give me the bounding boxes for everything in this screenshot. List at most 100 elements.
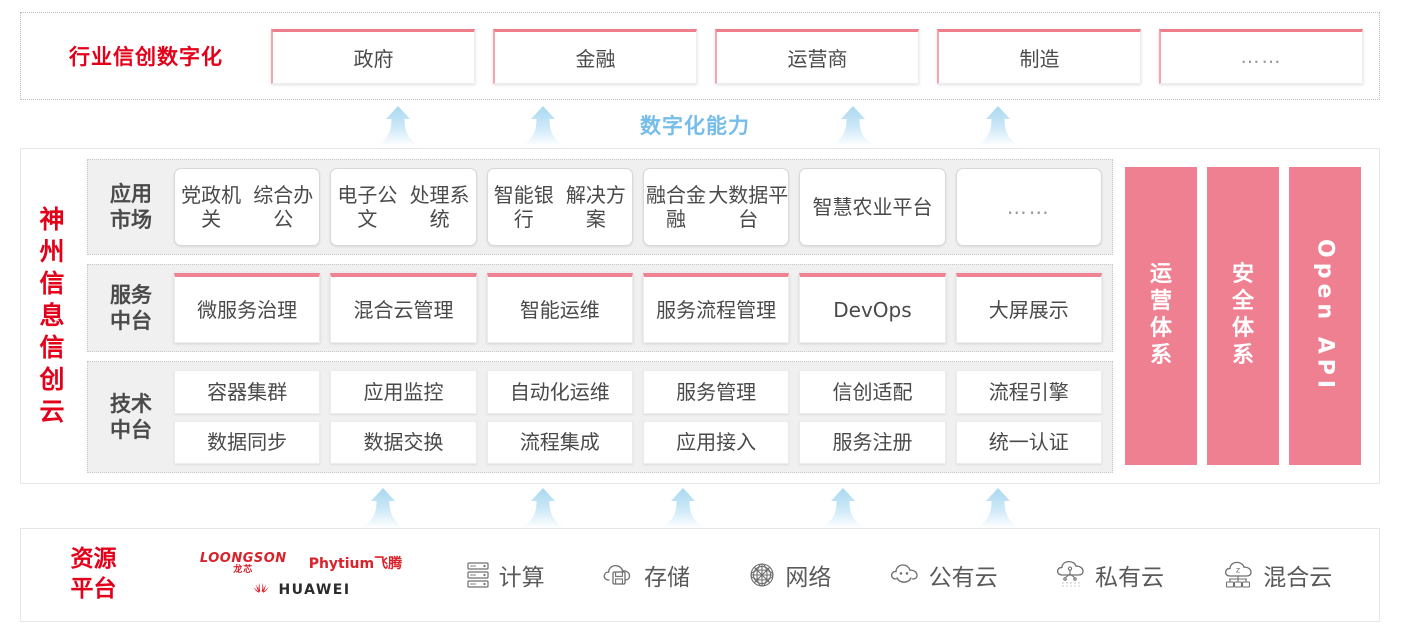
cell-xinchuang-adaptation[interactable]: 信创适配 (799, 370, 946, 414)
up-arrow-icon (375, 106, 421, 146)
pillar-char: 体 (1149, 316, 1172, 341)
industry-box-operator[interactable]: 运营商 (715, 28, 919, 84)
cell-service-registry[interactable]: 服务注册 (799, 420, 946, 464)
resource-item-label: 网络 (785, 565, 832, 591)
up-arrow-icon (520, 488, 566, 528)
cell-devops[interactable]: DevOps (799, 273, 946, 343)
up-arrow-icon (820, 488, 866, 528)
cloud-pillar-list: 运 营 体 系 安 全 体 系 Open API (1125, 159, 1367, 473)
cloud-layer-list: 应用 市场 党政机关综合办公 电子公文处理系统 智能银行解决方案 融合金融大数据… (87, 159, 1113, 473)
resource-item-label: 混合云 (1263, 565, 1333, 591)
layer-cells-tech-midend: 容器集群 应用监控 自动化运维 服务管理 信创适配 流程引擎 数据同步 数据交换… (174, 370, 1102, 464)
resource-arrow-strip (20, 486, 1380, 528)
cell-dangzheng-office[interactable]: 党政机关综合办公 (174, 168, 321, 246)
up-arrow-icon (975, 106, 1021, 146)
capability-label: 数字化能力 (640, 114, 750, 138)
cell-data-sync[interactable]: 数据同步 (174, 420, 321, 464)
svg-text:z: z (1236, 566, 1240, 575)
pillar-open-api[interactable]: Open API (1289, 167, 1361, 465)
loongson-logo-sub: 龙芯 (233, 564, 254, 575)
huawei-logo-text: HUAWEI (278, 582, 351, 599)
up-arrow-icon (360, 488, 406, 528)
up-arrow-icon (520, 106, 566, 146)
cell-smart-agriculture[interactable]: 智慧农业平台 (799, 168, 946, 246)
layer-label-tech-midend: 技术 中台 (110, 391, 152, 442)
resource-item-hybrid-cloud[interactable]: z 混合云 (1221, 558, 1332, 592)
cloud-title-char: 信 (39, 333, 65, 362)
resource-item-storage[interactable]: 存储 (602, 558, 690, 592)
resource-item-public-cloud[interactable]: 公有云 (889, 558, 998, 592)
tech-cell-row-2: 数据同步 数据交换 流程集成 应用接入 服务注册 统一认证 (174, 420, 1102, 464)
huawei-logo: HUAWEI (251, 582, 350, 598)
industry-box-manufacturing[interactable]: 制造 (937, 28, 1141, 84)
layer-app-market: 应用 市场 党政机关综合办公 电子公文处理系统 智能银行解决方案 融合金融大数据… (87, 159, 1113, 255)
pillar-char: 系 (1149, 342, 1172, 368)
industry-box-more[interactable]: …… (1159, 28, 1363, 84)
resource-item-list: 计算 存储 (436, 558, 1379, 592)
loongson-logo-text: LOONGSON (199, 550, 287, 566)
cell-microservice-governance[interactable]: 微服务治理 (174, 273, 321, 343)
private-cloud-icon (1056, 560, 1084, 587)
vendor-logo-list: LOONGSON 龙芯 Phytium飞腾 (166, 552, 436, 598)
cell-service-process-management[interactable]: 服务流程管理 (642, 273, 790, 343)
resource-item-compute[interactable]: 计算 (465, 558, 545, 592)
up-arrow-icon (660, 488, 706, 528)
cell-edoc-system[interactable]: 电子公文处理系统 (330, 168, 477, 246)
pillar-char: 体 (1231, 316, 1254, 341)
capability-arrow-strip: 数字化能力 (20, 104, 1380, 146)
cell-smart-bank[interactable]: 智能银行解决方案 (486, 168, 633, 246)
resource-item-private-cloud[interactable]: 私有云 (1055, 558, 1164, 592)
hybrid-cloud-icon: z (1225, 561, 1252, 588)
cell-intelligent-ops[interactable]: 智能运维 (486, 273, 633, 343)
layer-service-midend: 服务 中台 微服务治理 混合云管理 智能运维 服务流程管理 DevOps 大屏展… (87, 264, 1113, 352)
cloud-platform-body: 应用 市场 党政机关综合办公 电子公文处理系统 智能银行解决方案 融合金融大数据… (83, 149, 1379, 483)
cell-fintech-bigdata[interactable]: 融合金融大数据平台 (642, 168, 790, 246)
cloud-title-char: 息 (39, 301, 65, 330)
industry-box-list: 政府 金融 运营商 制造 …… (271, 28, 1379, 84)
layer-cells-app-market: 党政机关综合办公 电子公文处理系统 智能银行解决方案 融合金融大数据平台 智慧农… (174, 168, 1102, 246)
cell-data-exchange[interactable]: 数据交换 (330, 420, 477, 464)
layer-label-service-midend: 服务 中台 (110, 282, 152, 333)
vendor-logo-row-2: HUAWEI (251, 582, 350, 598)
huawei-flower-icon (254, 583, 269, 593)
cell-automated-ops[interactable]: 自动化运维 (486, 370, 633, 414)
cloud-title-char: 神 (39, 205, 65, 234)
cell-hybrid-cloud-management[interactable]: 混合云管理 (330, 273, 477, 343)
cell-process-engine[interactable]: 流程引擎 (955, 370, 1102, 414)
network-icon (750, 563, 774, 587)
pillar-char: 安 (1231, 262, 1254, 288)
cell-app-more[interactable]: …… (955, 168, 1102, 246)
industry-box-government[interactable]: 政府 (271, 28, 475, 84)
cell-unified-auth[interactable]: 统一认证 (955, 420, 1102, 464)
pillar-security-system[interactable]: 安 全 体 系 (1207, 167, 1279, 465)
phytium-logo: Phytium飞腾 (308, 556, 403, 573)
layer-cells-service-midend: 微服务治理 混合云管理 智能运维 服务流程管理 DevOps 大屏展示 (174, 273, 1102, 343)
up-arrow-icon (975, 488, 1021, 528)
resource-platform-card: 资源 平台 LOONGSON 龙芯 Phytium飞腾 (20, 528, 1380, 622)
loongson-logo: LOONGSON 龙芯 (200, 552, 287, 575)
layer-tech-midend: 技术 中台 容器集群 应用监控 自动化运维 服务管理 信创适配 流程引擎 (87, 361, 1113, 473)
pillar-operations-system[interactable]: 运 营 体 系 (1125, 167, 1197, 465)
cloud-platform-card: 神 州 信 息 信 创 云 应用 市场 党政机关综合办公 电子公文处理系统 (20, 148, 1380, 484)
public-cloud-icon (890, 564, 918, 583)
cell-app-access[interactable]: 应用接入 (642, 420, 790, 464)
resource-item-label: 存储 (643, 565, 690, 591)
resource-item-label: 私有云 (1094, 565, 1164, 591)
industry-box-finance[interactable]: 金融 (493, 28, 697, 84)
cell-app-monitoring[interactable]: 应用监控 (330, 370, 477, 414)
pillar-char: 系 (1231, 342, 1254, 368)
tech-cell-row-1: 容器集群 应用监控 自动化运维 服务管理 信创适配 流程引擎 (174, 370, 1102, 414)
cell-process-integration[interactable]: 流程集成 (486, 420, 633, 464)
resource-item-network[interactable]: 网络 (747, 558, 831, 592)
cell-bigscreen-display[interactable]: 大屏展示 (955, 273, 1102, 343)
pillar-char: 运 (1149, 262, 1172, 288)
cell-container-cluster[interactable]: 容器集群 (174, 370, 321, 414)
layer-label-app-market: 应用 市场 (110, 181, 152, 232)
cell-service-management[interactable]: 服务管理 (642, 370, 790, 414)
up-arrow-icon (830, 106, 876, 146)
server-icon (467, 562, 489, 588)
cloud-title-char: 云 (39, 397, 65, 426)
pillar-open-api-label: Open API (1312, 238, 1338, 394)
resource-item-label: 计算 (498, 565, 545, 591)
cloud-title-char: 州 (39, 237, 65, 266)
